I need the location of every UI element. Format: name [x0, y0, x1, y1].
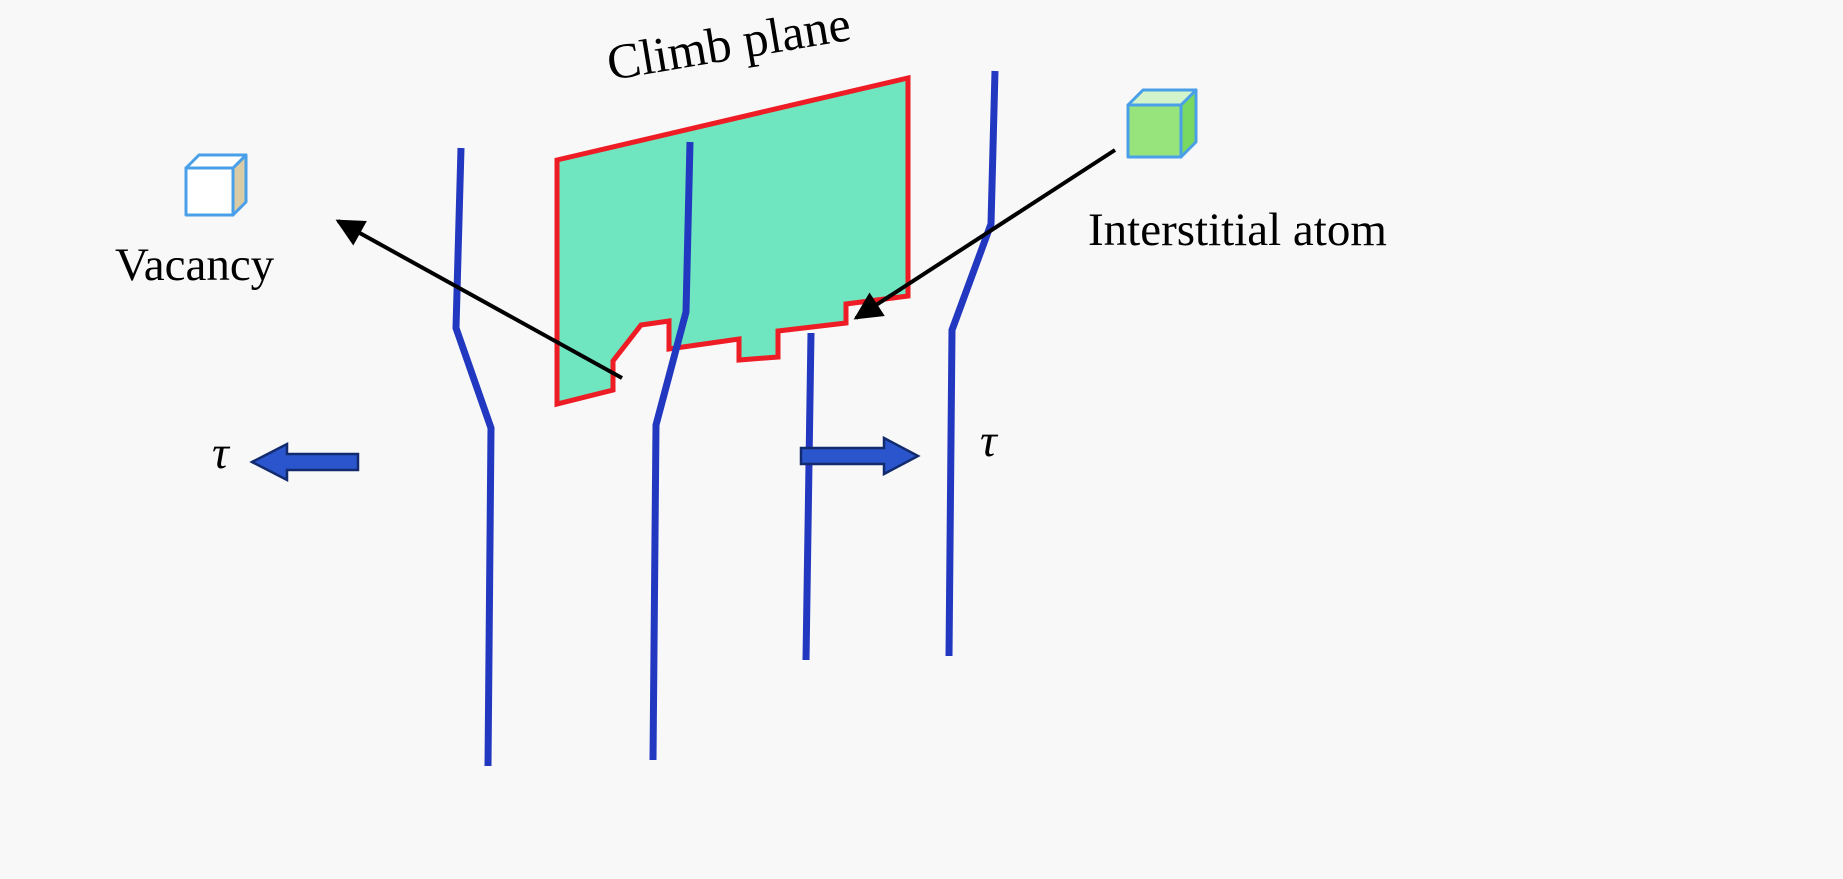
dislocation-line-3 — [802, 332, 815, 661]
dislocation-line-1 — [452, 147, 495, 767]
shear-arrow-right — [799, 435, 921, 477]
dislocation-line-4 — [945, 70, 999, 657]
climb-plane-region — [554, 74, 911, 408]
vacancy-label: Vacancy — [115, 239, 275, 291]
interstitial-cube-front-face — [1126, 103, 1183, 159]
vacancy-cube-front-face — [184, 166, 235, 217]
vacancy-cube-icon — [184, 153, 248, 217]
tau-left-label: τ — [212, 427, 229, 479]
interstitial-arrow — [853, 148, 1117, 320]
vacancy-arrow — [335, 219, 623, 380]
dislocation-line-2 — [649, 141, 694, 761]
vacancy-cube-top-face — [184, 153, 248, 170]
shear-arrow-left — [249, 441, 360, 483]
interstitial-atom-label: Interstitial atom — [1088, 204, 1387, 256]
interstitial-cube-icon — [1126, 88, 1198, 159]
tau-right-label: τ — [980, 415, 997, 467]
